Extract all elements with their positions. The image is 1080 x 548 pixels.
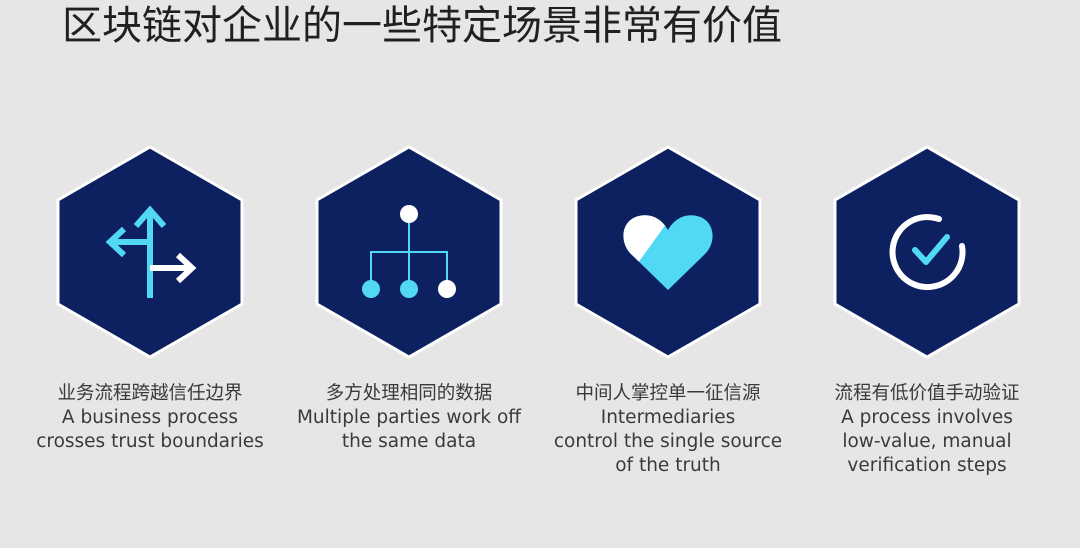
scenario-caption: 流程有低价值手动验证 A process involves low-value,… bbox=[798, 382, 1056, 478]
caption-chinese: 中间人掌控单一征信源 bbox=[575, 383, 761, 404]
hexagon-badge bbox=[56, 145, 244, 359]
caption-english-line: A business process bbox=[61, 407, 239, 428]
heart-icon bbox=[623, 215, 713, 290]
caption-english-line: crosses trust boundaries bbox=[36, 431, 264, 452]
caption-english-line: control the single source bbox=[553, 431, 783, 452]
scenario-caption: 多方处理相同的数据 Multiple parties work off the … bbox=[280, 382, 538, 454]
caption-english-line: verification steps bbox=[847, 455, 1007, 476]
slide-title: 区块链对企业的一些特定场景非常有价值 bbox=[62, 3, 782, 49]
caption-english-line: of the truth bbox=[615, 455, 721, 476]
caption-chinese: 多方处理相同的数据 bbox=[325, 383, 493, 404]
split-arrow-icon bbox=[105, 205, 197, 298]
caption-english-line: Multiple parties work off bbox=[296, 407, 522, 428]
caption-english-line: low-value, manual bbox=[842, 431, 1012, 452]
caption-english-line: A process involves bbox=[841, 407, 1013, 428]
scenario-caption: 中间人掌控单一征信源 Intermediaries control the si… bbox=[539, 382, 797, 478]
hexagon-shape bbox=[833, 145, 1021, 359]
caption-english-line: Intermediaries bbox=[600, 407, 736, 428]
org-chart-icon bbox=[362, 205, 456, 298]
caption-chinese: 业务流程跨越信任边界 bbox=[57, 383, 243, 404]
hexagon-badge bbox=[574, 145, 762, 359]
caption-chinese: 流程有低价值手动验证 bbox=[834, 383, 1020, 404]
scenario-caption: 业务流程跨越信任边界 A business process crosses tr… bbox=[21, 382, 279, 454]
hexagon-badge bbox=[833, 145, 1021, 359]
hexagon-badge bbox=[315, 145, 503, 359]
checkmark-circle-icon bbox=[889, 214, 966, 291]
caption-english-line: the same data bbox=[341, 431, 477, 452]
